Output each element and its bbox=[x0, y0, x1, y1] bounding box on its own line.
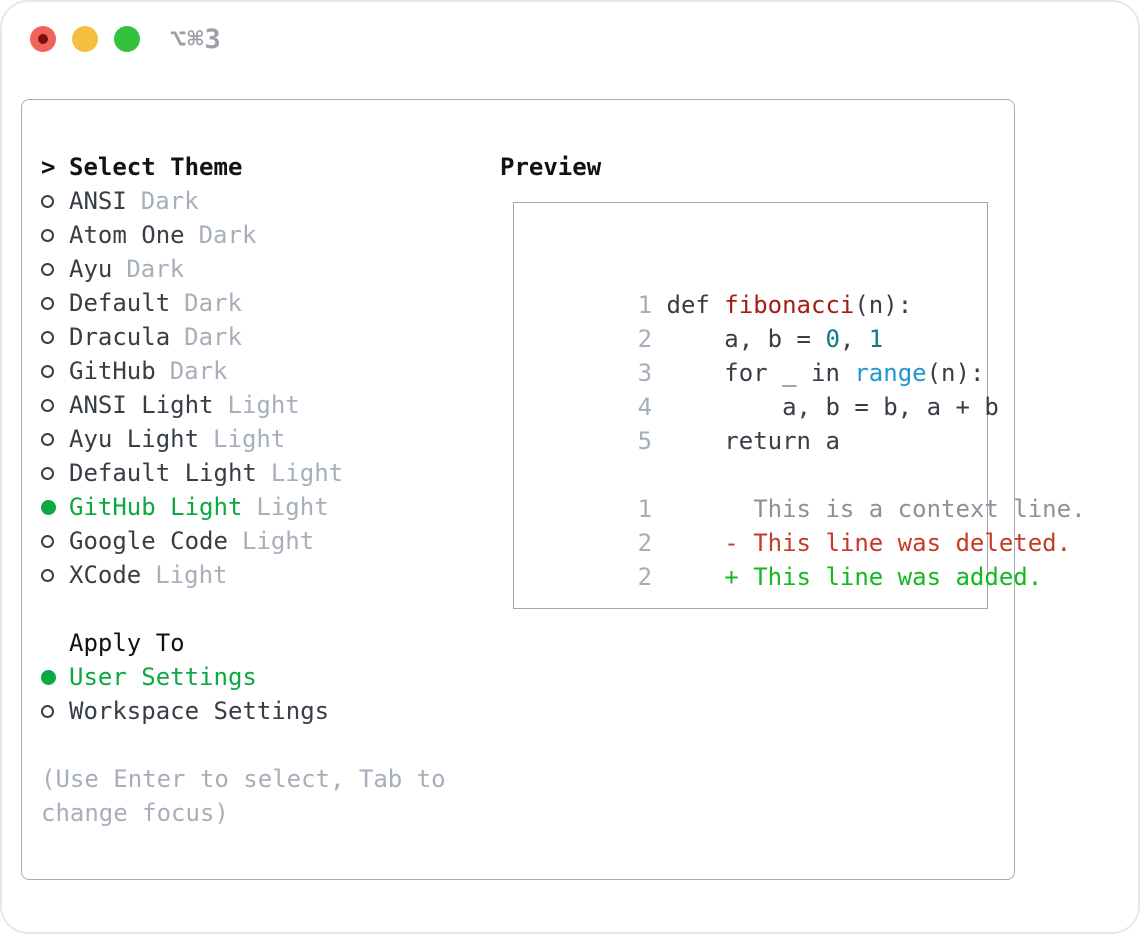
line-number: 3 bbox=[637, 359, 653, 387]
close-button-dot bbox=[38, 34, 48, 44]
diff-added-line: 2 + This line was added. bbox=[522, 526, 1043, 591]
theme-name: Default Light bbox=[69, 459, 257, 487]
theme-variant-tag: Dark bbox=[184, 323, 242, 351]
radio-selected-icon bbox=[41, 669, 56, 685]
theme-name: Atom One bbox=[69, 221, 185, 249]
apply-to-option-user-settings[interactable]: User Settings bbox=[41, 660, 446, 694]
theme-name: ANSI bbox=[69, 187, 127, 215]
radio-unselected-icon bbox=[41, 534, 54, 548]
line-number: 2 bbox=[637, 563, 653, 591]
number-token: 1 bbox=[868, 325, 884, 353]
theme-option-atom-one-dark[interactable]: Atom One Dark bbox=[41, 218, 446, 252]
minimize-button[interactable] bbox=[72, 26, 98, 52]
theme-name: Default bbox=[69, 289, 171, 317]
radio-unselected-icon bbox=[41, 330, 54, 344]
theme-list: > Select Theme ANSI Dark Atom One Dark A… bbox=[41, 150, 446, 830]
apply-to-option-workspace-settings[interactable]: Workspace Settings bbox=[41, 694, 446, 728]
theme-variant-tag: Light bbox=[270, 459, 344, 487]
theme-variant-tag: Dark bbox=[126, 255, 185, 283]
line-number: 2 bbox=[637, 325, 653, 353]
theme-option-default-light[interactable]: Default Light Light bbox=[41, 456, 446, 490]
line-number: 4 bbox=[637, 393, 653, 421]
radio-unselected-icon bbox=[41, 364, 54, 378]
theme-option-default-dark[interactable]: Default Dark bbox=[41, 286, 446, 320]
line-number: 2 bbox=[637, 529, 653, 557]
theme-option-dracula-dark[interactable]: Dracula Dark bbox=[41, 320, 446, 354]
theme-variant-tag: Light bbox=[227, 391, 300, 419]
theme-name: Ayu bbox=[69, 255, 113, 283]
theme-variant-tag: Light bbox=[256, 493, 329, 521]
code-line: 1 def fibonacci(n): bbox=[637, 291, 913, 319]
theme-variant-tag: Dark bbox=[184, 289, 242, 317]
theme-name-selected: GitHub Light bbox=[69, 493, 243, 521]
theme-option-google-code-light[interactable]: Google Code Light bbox=[41, 524, 446, 558]
radio-unselected-icon bbox=[41, 704, 54, 718]
diff-context-line: 1 This is a context line. bbox=[522, 458, 1086, 523]
line-number: 1 bbox=[637, 291, 653, 319]
added-text: + This line was added. bbox=[652, 563, 1043, 591]
code-line: 3 for _ in range(n): bbox=[637, 359, 985, 387]
theme-name: GitHub bbox=[69, 357, 156, 385]
number-token: 0 bbox=[825, 325, 840, 353]
theme-option-ayu-light[interactable]: Ayu Light Light bbox=[41, 422, 446, 456]
theme-variant-tag: Dark bbox=[198, 221, 257, 249]
preview-code-box: 1 def fibonacci(n): 2 a, b = 0, 1 3 for … bbox=[513, 202, 1086, 609]
keyboard-hint-line-1: (Use Enter to select, Tab to bbox=[41, 765, 446, 793]
radio-unselected-icon bbox=[41, 568, 54, 582]
theme-option-xcode-light[interactable]: XCode Light bbox=[41, 558, 446, 592]
code-line: 5 return a bbox=[637, 427, 840, 455]
context-text: This is a context line. bbox=[652, 495, 1086, 523]
theme-name: Dracula bbox=[69, 323, 171, 351]
radio-unselected-icon bbox=[41, 432, 54, 446]
spacer bbox=[41, 728, 446, 762]
radio-unselected-icon bbox=[41, 228, 54, 242]
theme-name: XCode bbox=[69, 561, 142, 589]
radio-unselected-icon bbox=[41, 466, 54, 480]
theme-name: ANSI Light bbox=[69, 391, 214, 419]
theme-variant-tag: Dark bbox=[169, 357, 228, 385]
theme-variant-tag: Light bbox=[213, 425, 286, 453]
radio-unselected-icon bbox=[41, 194, 54, 208]
spacer bbox=[41, 592, 446, 626]
apply-to-option-label: User Settings bbox=[69, 663, 257, 691]
line-number: 1 bbox=[637, 495, 653, 523]
theme-option-github-dark[interactable]: GitHub Dark bbox=[41, 354, 446, 388]
apply-to-option-label: Workspace Settings bbox=[69, 697, 330, 725]
function-name-token: fibonacci bbox=[724, 291, 855, 319]
select-theme-header: > Select Theme bbox=[41, 150, 446, 184]
theme-variant-tag: Light bbox=[155, 561, 228, 589]
theme-option-github-light-selected[interactable]: GitHub Light Light bbox=[41, 490, 446, 524]
apply-to-header: Apply To bbox=[41, 626, 446, 660]
titlebar: ⌥⌘3 bbox=[2, 2, 1138, 72]
maximize-button[interactable] bbox=[114, 26, 140, 52]
preview-header-label: Preview bbox=[500, 153, 602, 181]
window-title: ⌥⌘3 bbox=[170, 24, 222, 55]
diff-deleted-line: 2 - This line was deleted. bbox=[522, 492, 1071, 557]
code-line: 4 a, b = b, a + b bbox=[637, 393, 999, 421]
theme-option-ayu-dark[interactable]: Ayu Dark bbox=[41, 252, 446, 286]
theme-option-ansi-light[interactable]: ANSI Light Light bbox=[41, 388, 446, 422]
close-button[interactable] bbox=[30, 26, 56, 52]
builtin-token: range bbox=[854, 359, 927, 387]
radio-unselected-icon bbox=[41, 296, 54, 310]
line-number: 5 bbox=[637, 427, 653, 455]
radio-selected-icon bbox=[41, 499, 56, 515]
select-theme-header-label: Select Theme bbox=[69, 153, 243, 181]
deleted-text: - This line was deleted. bbox=[652, 529, 1072, 557]
theme-picker-panel: > Select Theme ANSI Dark Atom One Dark A… bbox=[21, 99, 1086, 880]
apply-to-header-label: Apply To bbox=[69, 629, 185, 657]
theme-option-ansi-dark[interactable]: ANSI Dark bbox=[41, 184, 446, 218]
code-line: 2 a, b = 0, 1 bbox=[637, 325, 884, 353]
focus-caret-icon: > bbox=[41, 153, 56, 181]
theme-name: Ayu Light bbox=[69, 425, 200, 453]
theme-variant-tag: Light bbox=[241, 527, 315, 555]
keyboard-hint-line-2: change focus) bbox=[41, 799, 229, 827]
radio-unselected-icon bbox=[41, 262, 54, 276]
radio-unselected-icon bbox=[41, 398, 54, 412]
theme-variant-tag: Dark bbox=[140, 187, 199, 215]
theme-name: Google Code bbox=[69, 527, 228, 555]
